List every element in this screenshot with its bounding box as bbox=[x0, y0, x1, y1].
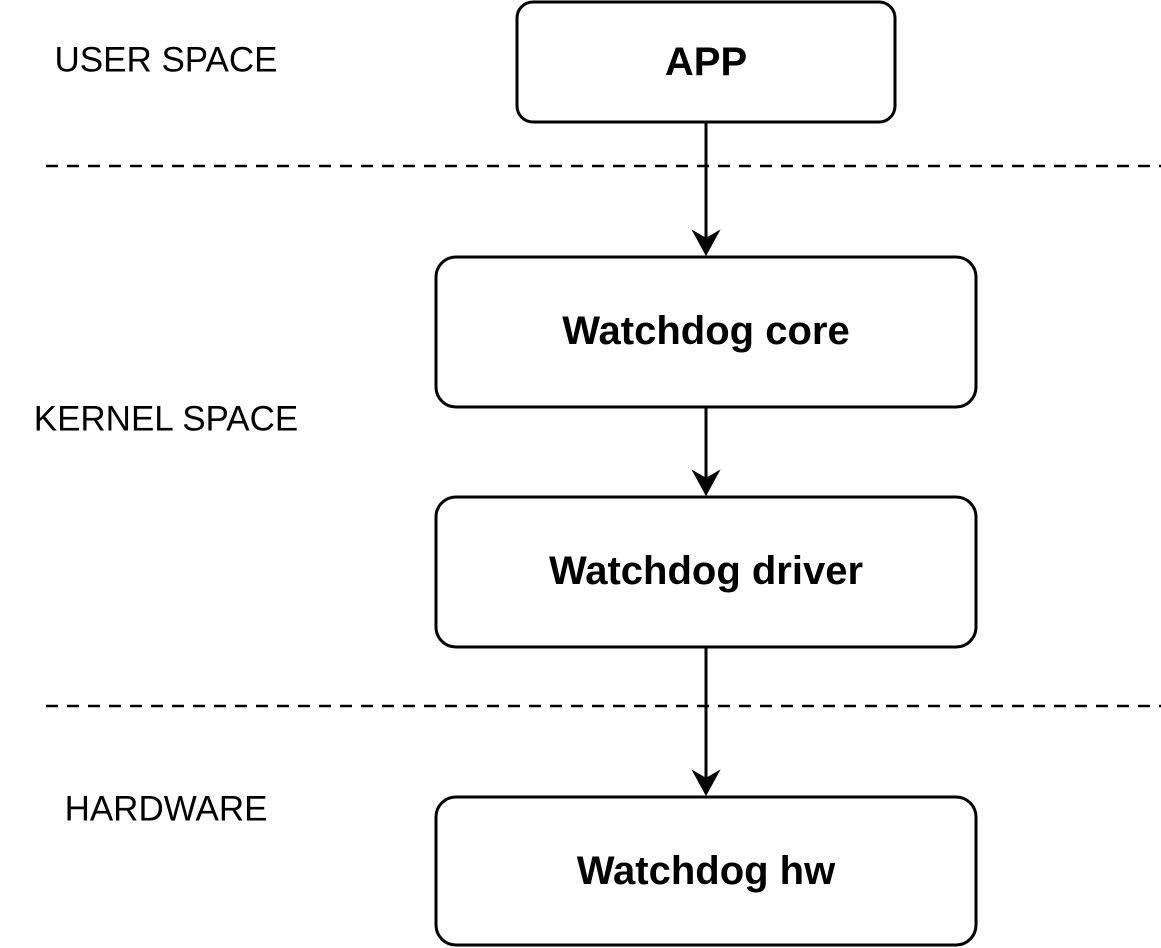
edge-core-to-driver bbox=[691, 407, 721, 497]
node-app: APP bbox=[515, 0, 897, 124]
user-space-label: USER SPACE bbox=[54, 41, 277, 80]
node-watchdog-hw: Watchdog hw bbox=[434, 795, 978, 947]
kernel-space-label: KERNEL SPACE bbox=[34, 400, 299, 439]
node-watchdog-core: Watchdog core bbox=[434, 255, 978, 409]
node-app-label: APP bbox=[665, 40, 747, 84]
node-watchdog-driver-label: Watchdog driver bbox=[549, 549, 863, 593]
node-watchdog-hw-label: Watchdog hw bbox=[577, 849, 836, 893]
edge-app-to-core bbox=[691, 122, 721, 257]
arrow-head-icon bbox=[691, 229, 721, 257]
edge-driver-to-hw bbox=[691, 647, 721, 797]
arrow-head-icon bbox=[691, 769, 721, 797]
arrow-head-icon bbox=[691, 469, 721, 497]
node-watchdog-core-label: Watchdog core bbox=[562, 309, 849, 353]
node-watchdog-driver: Watchdog driver bbox=[434, 495, 978, 649]
hardware-label: HARDWARE bbox=[65, 790, 268, 829]
